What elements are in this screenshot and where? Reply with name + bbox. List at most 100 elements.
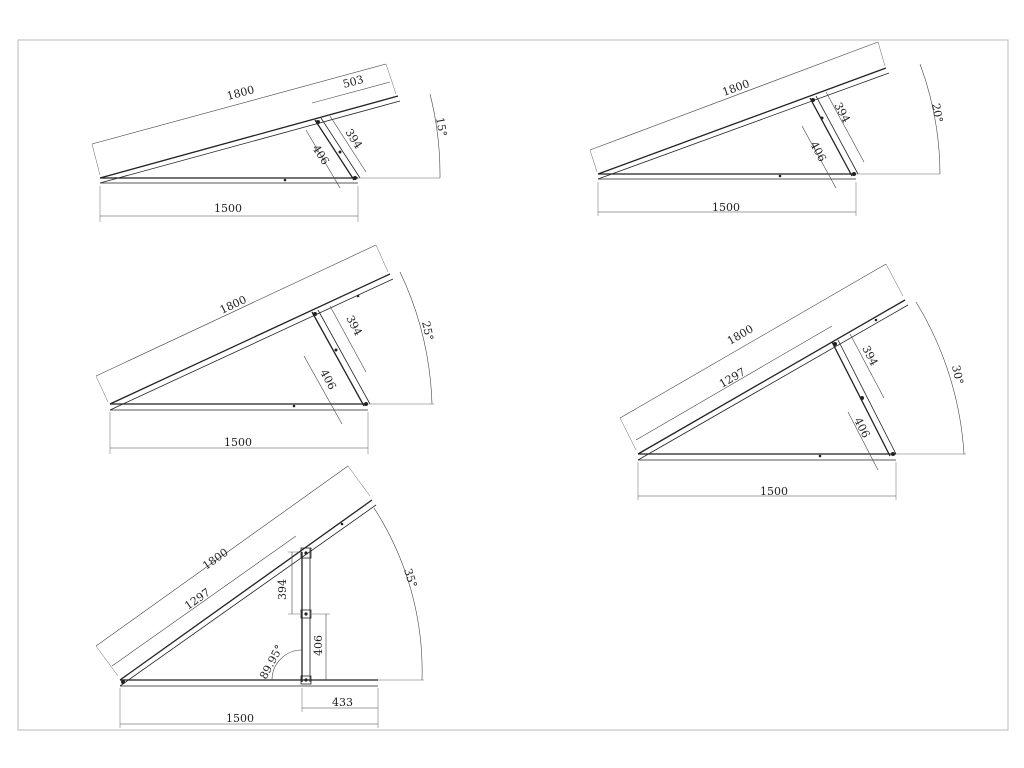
joint-bolt bbox=[334, 348, 338, 352]
angle-arc bbox=[399, 271, 433, 405]
tilt-angle-label: 25° bbox=[419, 320, 436, 342]
dimension-line bbox=[311, 81, 391, 104]
frame-25-degree: 1800 394 406 25° 1500 bbox=[95, 244, 436, 454]
joint-bolt bbox=[121, 680, 125, 684]
joint-bolt bbox=[818, 454, 822, 458]
frame-20-degree: 1800 394 406 20° 1500 bbox=[589, 41, 945, 216]
base-length-label: 1500 bbox=[760, 485, 788, 498]
joint-bolt bbox=[860, 396, 864, 400]
inclined-rail-edge bbox=[99, 100, 401, 184]
lower-leg-label: 406 bbox=[851, 415, 872, 440]
inclined-rail-edge bbox=[109, 278, 394, 411]
upper-leg-label: 394 bbox=[276, 579, 289, 600]
extension-line bbox=[877, 41, 886, 67]
frame-30-degree: 1800 1297 394 406 30° 1500 bbox=[619, 263, 966, 500]
dimension-line bbox=[95, 465, 349, 647]
frame-15-degree: 1800 503 394 406 15° 1500 bbox=[91, 63, 449, 222]
dimension-line bbox=[95, 244, 377, 377]
dimension-line bbox=[91, 63, 387, 145]
frame-35-degree: 1800 1297 394 406 89.95° 35° 433 1500 bbox=[95, 465, 424, 728]
extension-line bbox=[91, 143, 101, 176]
dimension-line bbox=[619, 263, 887, 419]
dimension-line bbox=[635, 325, 833, 441]
inclined-rail-edge bbox=[597, 72, 890, 180]
inclined-rail-edge bbox=[119, 504, 377, 687]
joint-bolt bbox=[338, 150, 342, 154]
rail-segment-label: 1297 bbox=[717, 365, 748, 390]
extension-line bbox=[885, 263, 904, 297]
base-length-label: 1500 bbox=[214, 202, 242, 215]
inclined-rail bbox=[637, 299, 906, 455]
joint-bolt bbox=[891, 452, 895, 456]
angle-arc bbox=[373, 507, 423, 681]
upper-leg-label: 394 bbox=[831, 100, 852, 125]
extension-line bbox=[95, 645, 119, 677]
lower-leg-label: 406 bbox=[309, 143, 331, 168]
angle-arc bbox=[915, 301, 965, 455]
joint-bolt bbox=[820, 116, 824, 120]
dimension-line bbox=[589, 41, 879, 151]
joint-bolt bbox=[353, 176, 357, 180]
base-extension-label: 433 bbox=[332, 696, 353, 709]
joint-bolt bbox=[304, 612, 308, 616]
tilt-angle-label: 15° bbox=[433, 116, 449, 137]
angle-arc bbox=[919, 63, 941, 175]
rail-length-label: 1800 bbox=[218, 293, 249, 317]
leg-angle-label: 89.95° bbox=[257, 643, 286, 682]
extension-line bbox=[619, 417, 637, 451]
extension-line bbox=[347, 465, 371, 497]
support-leg bbox=[809, 97, 853, 177]
support-leg-edge bbox=[317, 309, 371, 405]
top-offset-label: 503 bbox=[341, 73, 365, 91]
dimension-line bbox=[847, 411, 879, 471]
dimension-line bbox=[303, 355, 343, 425]
base-length-label: 1500 bbox=[712, 201, 740, 214]
joint-bolt bbox=[364, 402, 368, 406]
dimension-line bbox=[305, 129, 341, 189]
joint-bolt bbox=[340, 522, 344, 526]
inclined-rail bbox=[597, 67, 887, 175]
joint-bolt bbox=[852, 172, 856, 176]
dimension-line bbox=[111, 535, 297, 667]
rail-length-label: 1800 bbox=[200, 546, 230, 573]
rail-segment-label: 1297 bbox=[182, 586, 212, 613]
support-leg bbox=[311, 311, 365, 407]
joint-bolt bbox=[356, 294, 360, 298]
joint-bolt bbox=[304, 551, 308, 555]
rail-length-label: 1800 bbox=[725, 322, 756, 347]
support-leg-edge bbox=[320, 117, 361, 179]
tilt-angle-label: 35° bbox=[401, 567, 419, 590]
rail-length-label: 1800 bbox=[225, 83, 255, 103]
extension-line bbox=[95, 375, 109, 403]
extension-line bbox=[589, 149, 598, 173]
joint-bolt bbox=[292, 404, 296, 408]
tilt-angle-label: 30° bbox=[949, 364, 966, 386]
lower-leg-label: 406 bbox=[312, 635, 325, 656]
dimension-line bbox=[801, 125, 837, 189]
leg-bracket bbox=[300, 609, 312, 619]
dimension-line bbox=[329, 115, 367, 173]
support-leg-edge bbox=[837, 339, 897, 455]
support-leg-edge bbox=[815, 95, 859, 175]
support-leg bbox=[314, 119, 355, 181]
inclined-rail bbox=[99, 95, 399, 179]
inclined-rail bbox=[109, 273, 391, 405]
base-length-label: 1500 bbox=[224, 436, 252, 449]
inclined-rail-edge bbox=[637, 304, 909, 461]
upper-leg-label: 394 bbox=[859, 343, 880, 368]
inclined-rail bbox=[119, 499, 373, 681]
joint-bolt bbox=[316, 120, 320, 124]
lower-leg-label: 406 bbox=[317, 367, 338, 392]
joint-bolt bbox=[778, 174, 782, 178]
dimension-line bbox=[329, 305, 367, 373]
leg-bracket bbox=[300, 675, 312, 685]
extension-line bbox=[385, 63, 397, 95]
leg-bracket bbox=[300, 547, 312, 559]
joint-bolt bbox=[313, 312, 317, 316]
dimension-line bbox=[825, 91, 865, 163]
upper-leg-label: 394 bbox=[342, 127, 364, 152]
extension-line bbox=[375, 244, 389, 273]
upper-leg-label: 394 bbox=[343, 313, 364, 338]
joint-bolt bbox=[874, 318, 878, 322]
